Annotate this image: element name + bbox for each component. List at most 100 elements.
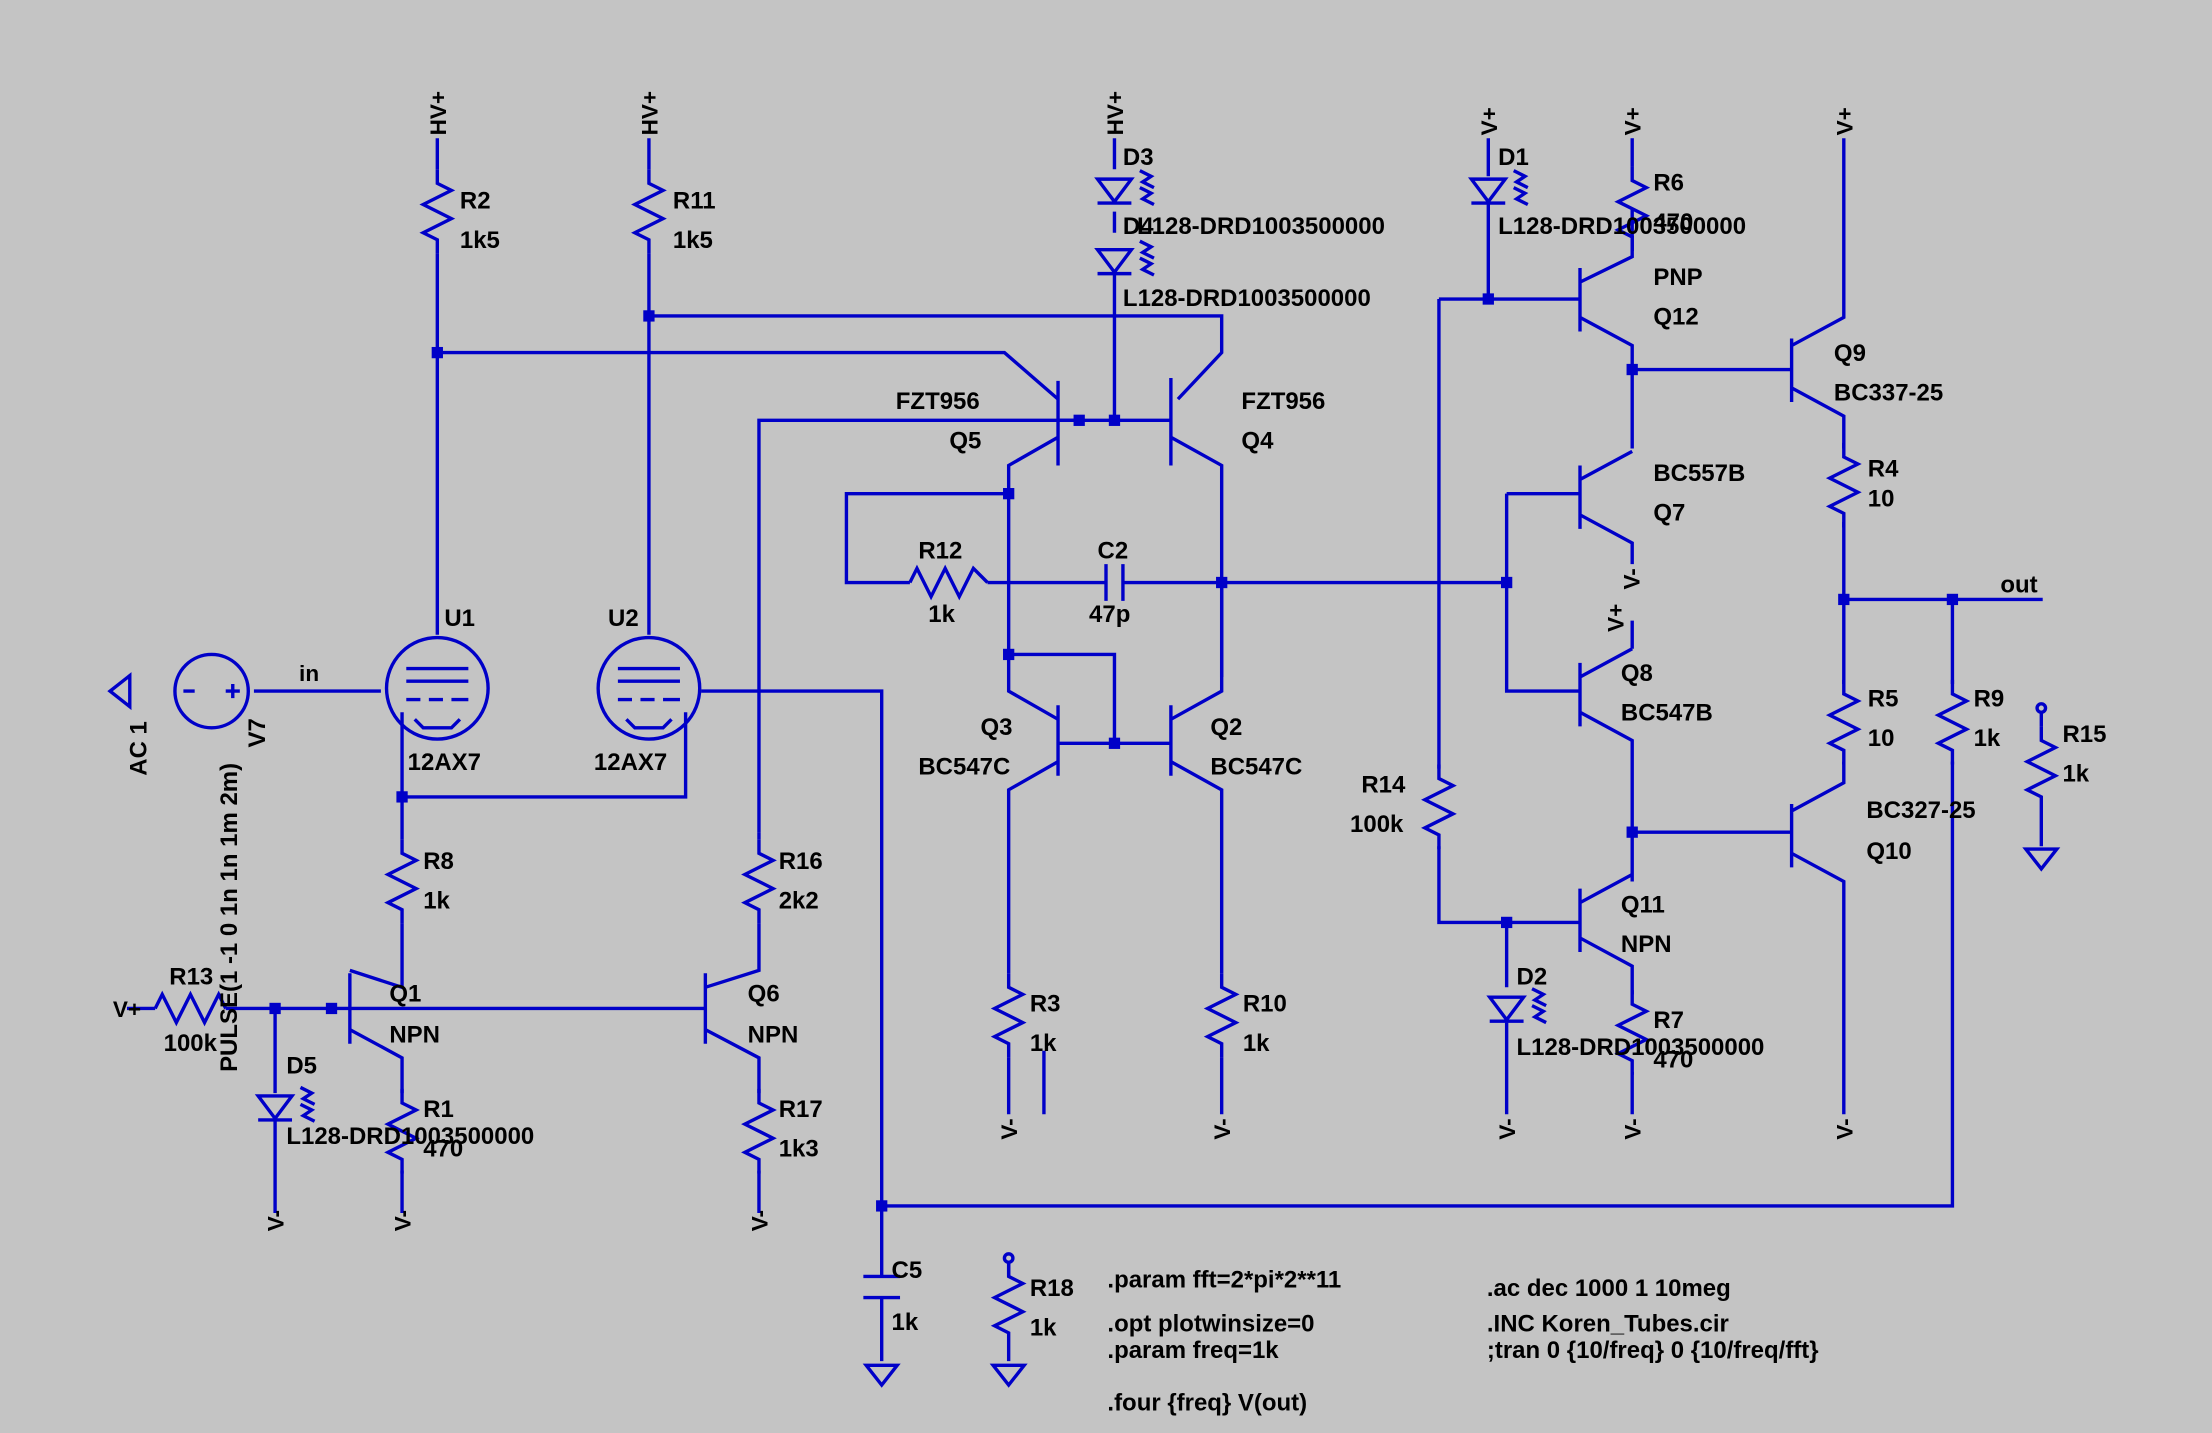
q8-value: BC547B: [1621, 700, 1713, 727]
d1-value: L128-DRD1003500000: [1498, 213, 1746, 240]
v7-value: AC 1: [126, 721, 153, 776]
r3-value: 1k: [1030, 1030, 1057, 1057]
d5-ref: D5: [286, 1052, 317, 1079]
d2-ref: D2: [1517, 963, 1548, 990]
net-label-hvplus-1: HV+: [426, 91, 451, 135]
r13-value: 100k: [164, 1030, 218, 1057]
c5-value: 1k: [892, 1309, 919, 1336]
q3-ref: Q3: [980, 714, 1012, 741]
wires: [126, 138, 2043, 1362]
net-label-in: in: [299, 661, 319, 686]
r7-value: 470: [1653, 1047, 1693, 1074]
directive-param-freq: .param freq=1k: [1107, 1337, 1279, 1364]
r11-value: 1k5: [673, 227, 713, 254]
r9-ref: R9: [1974, 686, 2005, 713]
r5-ref: R5: [1868, 686, 1899, 713]
net-label-out: out: [2000, 571, 2037, 598]
junctions: [269, 293, 1959, 1212]
net-label-vplus-4: V+: [1604, 604, 1629, 632]
q11-value: NPN: [1621, 931, 1672, 958]
r18-value: 1k: [1030, 1315, 1057, 1342]
net-label-vminus-7: V-: [391, 1210, 416, 1231]
net-label-hvplus-2: HV+: [637, 91, 662, 135]
net-label-vminus-2: V-: [1210, 1118, 1235, 1139]
d4-value: L128-DRD1003500000: [1123, 285, 1371, 312]
r12-ref: R12: [918, 538, 962, 565]
r7-ref: R7: [1653, 1007, 1684, 1034]
d2-value: L128-DRD1003500000: [1517, 1034, 1765, 1061]
r8-value: 1k: [423, 887, 450, 914]
r8-ref: R8: [423, 848, 454, 875]
r17-ref: R17: [779, 1096, 823, 1123]
d5-value: L128-DRD1003500000: [286, 1123, 534, 1150]
directive-ac: .ac dec 1000 1 10meg: [1487, 1275, 1731, 1302]
q5-ref: Q5: [949, 428, 981, 455]
q11-ref: Q11: [1621, 892, 1665, 919]
r2-value: 1k5: [460, 227, 500, 254]
r15-ref: R15: [2062, 721, 2106, 748]
net-label-vminus-8: V-: [747, 1210, 772, 1231]
r4-value: 10: [1868, 485, 1895, 512]
q4-ref: Q4: [1241, 428, 1274, 455]
r11-ref: R11: [673, 188, 716, 215]
q3-value: BC547C: [918, 753, 1010, 780]
q10-value: BC327-25: [1866, 797, 1975, 824]
q5-value: FZT956: [896, 388, 980, 415]
net-label-vminus-4: V-: [1621, 1118, 1646, 1139]
r10-ref: R10: [1243, 990, 1287, 1017]
r16-value: 2k2: [779, 887, 819, 914]
r1-ref: R1: [423, 1096, 454, 1123]
q8-ref: Q8: [1621, 660, 1653, 687]
directive-inc: .INC Koren_Tubes.cir: [1487, 1310, 1729, 1337]
d3-value: L128-DRD1003500000: [1137, 213, 1385, 240]
d1-ref: D1: [1498, 144, 1529, 171]
u2-value: 12AX7: [594, 749, 667, 776]
r6-ref: R6: [1653, 169, 1684, 196]
u1-ref: U1: [444, 605, 475, 632]
labels: HV+ HV+ HV+ V+ V+ V+ V+ V- V+ V- V- V- V…: [113, 91, 2107, 1417]
q2-ref: Q2: [1210, 714, 1242, 741]
q9-value: BC337-25: [1834, 380, 1943, 407]
r16-ref: R16: [779, 848, 823, 875]
r1-value: 470: [423, 1136, 463, 1163]
r4-ref: R4: [1868, 456, 1899, 483]
r2-ref: R2: [460, 188, 491, 215]
r15-value: 1k: [2062, 760, 2089, 787]
q7-ref: Q7: [1653, 499, 1685, 526]
r18-ref: R18: [1030, 1275, 1074, 1302]
net-label-vminus-3: V-: [1495, 1118, 1520, 1139]
q9-ref: Q9: [1834, 340, 1866, 367]
d3-ref: D3: [1123, 144, 1154, 171]
c2-value: 47p: [1089, 601, 1130, 628]
net-label-vminus-5: V-: [1832, 1118, 1857, 1139]
c5-ref: C5: [892, 1257, 923, 1284]
net-label-vminus-1: V-: [997, 1118, 1022, 1139]
directive-tran: ;tran 0 {10/freq} 0 {10/freq/fft}: [1487, 1337, 1819, 1364]
q2-value: BC547C: [1210, 753, 1302, 780]
r13-ref: R13: [169, 963, 213, 990]
net-label-vminus-q7: V-: [1619, 568, 1644, 589]
q1-value: NPN: [389, 1021, 440, 1048]
r12-value: 1k: [928, 601, 955, 628]
r10-value: 1k: [1243, 1030, 1270, 1057]
q7-value: BC557B: [1653, 460, 1745, 487]
r17-value: 1k3: [779, 1136, 819, 1163]
u2-ref: U2: [608, 605, 639, 632]
q4-value: FZT956: [1241, 388, 1325, 415]
r3-ref: R3: [1030, 990, 1061, 1017]
q1-ref: Q1: [389, 980, 421, 1007]
d4-ref: D4: [1123, 213, 1154, 240]
q12-value: PNP: [1653, 264, 1702, 291]
q12-ref: Q12: [1653, 303, 1698, 330]
v7-pulse: PULSE(1 -1 0 1n 1n 1m 2m): [216, 763, 243, 1072]
net-label-vminus-6: V-: [264, 1210, 289, 1231]
u1-value: 12AX7: [408, 749, 481, 776]
v7-ref: V7: [244, 718, 271, 747]
directive-param-fft: .param fft=2*pi*2**11: [1107, 1267, 1341, 1294]
net-label-vplus-1: V+: [1477, 107, 1502, 135]
r9-value: 1k: [1974, 725, 2001, 752]
r14-value: 100k: [1350, 811, 1404, 838]
symbols: [108, 164, 2059, 1387]
net-label-hvplus-3: HV+: [1103, 91, 1128, 135]
